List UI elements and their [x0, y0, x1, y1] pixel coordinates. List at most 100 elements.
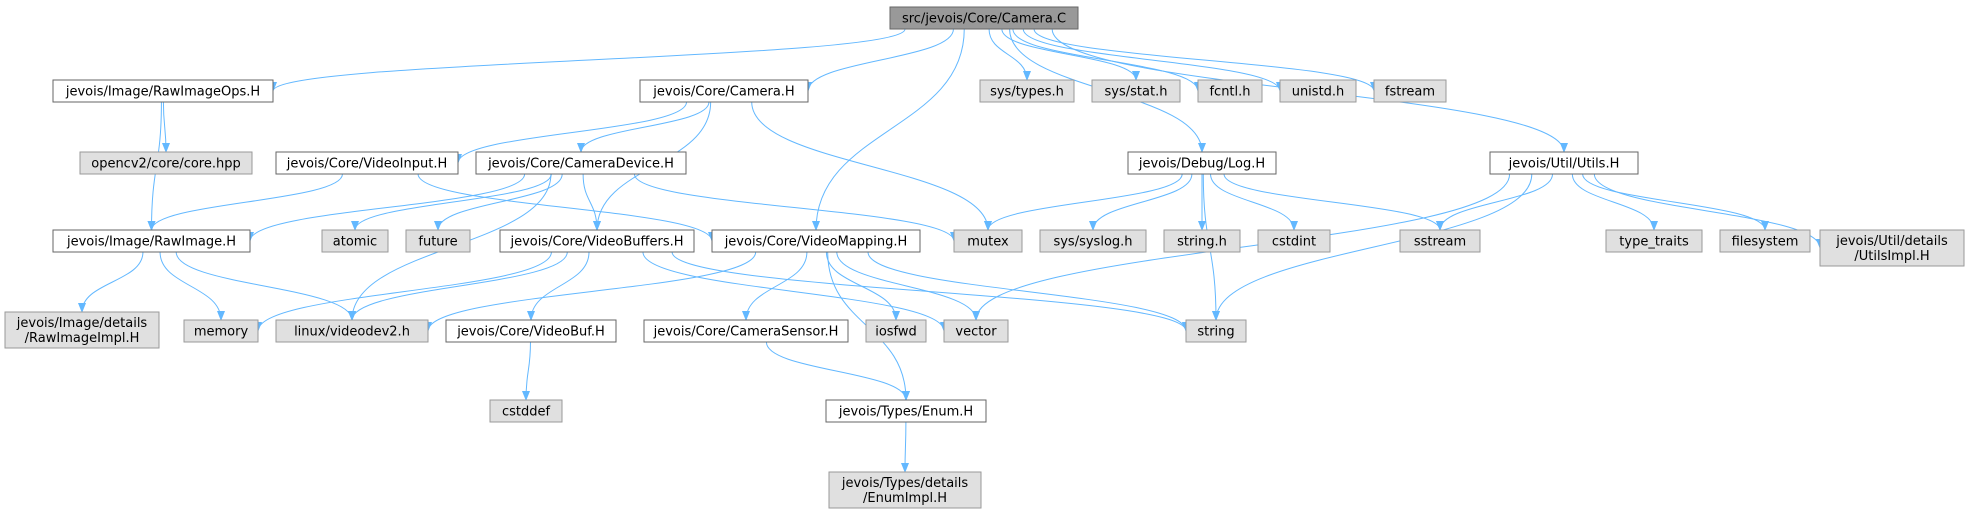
node-label-enumimpl_h: /EnumImpl.H	[863, 491, 947, 506]
node-label-fcntl_h: fcntl.h	[1209, 85, 1250, 100]
node-label-unistd_h: unistd.h	[1292, 85, 1345, 100]
node-camerasensor_h[interactable]: jevois/Core/CameraSensor.H	[643, 319, 849, 343]
node-log_h[interactable]: jevois/Debug/Log.H	[1127, 151, 1277, 175]
edge-rawimage_h-to-videodev2_h	[175, 251, 356, 321]
edge-cameradevice_h-to-mutex	[633, 173, 958, 242]
edge-cameradevice_h-to-rawimage_h	[246, 173, 526, 242]
node-filesystem: filesystem	[1719, 229, 1811, 253]
node-box-future	[405, 229, 471, 253]
node-videobuffers_h[interactable]: jevois/Core/VideoBuffers.H	[499, 229, 695, 253]
node-box-mutex	[953, 229, 1023, 253]
node-label-syslog_h: sys/syslog.h	[1053, 235, 1132, 250]
node-box-enumimpl_h	[828, 471, 982, 509]
edges-layer	[78, 28, 1824, 473]
node-label-filesystem: filesystem	[1732, 235, 1799, 250]
node-box-sstream	[1399, 229, 1481, 253]
node-memory: memory	[183, 319, 259, 343]
node-mutex: mutex	[953, 229, 1023, 253]
node-syslog_h: sys/syslog.h	[1039, 229, 1147, 253]
node-box-rawimageops_h	[52, 79, 274, 103]
node-videomapping_h[interactable]: jevois/Core/VideoMapping.H	[711, 229, 921, 253]
edge-cameradevice_h-to-videobuffers_h	[582, 173, 601, 231]
edge-rawimage_h-to-rawimageimpl_h	[78, 251, 144, 313]
edge-camera_h-to-mutex	[751, 101, 992, 231]
node-sys_types_h: sys/types.h	[979, 79, 1075, 103]
node-label-videobuf_h: jevois/Core/VideoBuf.H	[456, 325, 605, 340]
edge-log_h-to-cstdint	[1210, 173, 1298, 231]
node-box-sys_types_h	[979, 79, 1075, 103]
edge-videobuf_h-to-cstddef	[522, 341, 531, 401]
node-box-camerasensor_h	[643, 319, 849, 343]
edge-videomapping_h-to-iosfwd	[825, 251, 900, 321]
node-videoinput_h[interactable]: jevois/Core/VideoInput.H	[275, 151, 459, 175]
node-utilsimpl_h: jevois/Util/details/UtilsImpl.H	[1819, 229, 1965, 267]
node-label-camerasensor_h: jevois/Core/CameraSensor.H	[653, 325, 839, 340]
node-label-atomic: atomic	[333, 235, 377, 250]
node-camera_c[interactable]: src/jevois/Core/Camera.C	[889, 6, 1079, 30]
node-box-camera_c	[889, 6, 1079, 30]
node-string_h: string.h	[1163, 229, 1241, 253]
node-label-memory: memory	[194, 325, 249, 340]
node-box-log_h	[1127, 151, 1277, 175]
node-rawimageimpl_h: jevois/Image/details/RawImageImpl.H	[4, 311, 160, 349]
node-future: future	[405, 229, 471, 253]
node-label-core_hpp: opencv2/core/core.hpp	[91, 157, 241, 172]
node-label-videodev2_h: linux/videodev2.h	[294, 325, 410, 340]
edge-camera_c-to-sys_stat_h	[1001, 28, 1140, 81]
node-label-cstddef: cstddef	[502, 405, 551, 420]
edge-camera_h-to-videoinput_h	[454, 101, 688, 164]
node-enum_h[interactable]: jevois/Types/Enum.H	[825, 399, 987, 423]
node-label-videoinput_h: jevois/Core/VideoInput.H	[286, 157, 447, 172]
edge-utils_h-to-type_traits	[1571, 173, 1658, 231]
edge-enum_h-to-enumimpl_h	[901, 421, 910, 473]
node-box-core_hpp	[79, 151, 253, 175]
edge-utils_h-to-string	[1212, 173, 1533, 321]
node-string: string	[1185, 319, 1247, 343]
node-type_traits: type_traits	[1605, 229, 1703, 253]
edge-videobuffers_h-to-vector	[642, 251, 948, 332]
edge-utils_h-to-sstream	[1436, 173, 1554, 231]
node-label-string: string	[1197, 325, 1234, 340]
node-label-sys_stat_h: sys/stat.h	[1105, 85, 1168, 100]
node-videobuf_h[interactable]: jevois/Core/VideoBuf.H	[445, 319, 617, 343]
node-camera_h[interactable]: jevois/Core/Camera.H	[639, 79, 809, 103]
node-box-vector	[943, 319, 1009, 343]
node-rawimageops_h[interactable]: jevois/Image/RawImageOps.H	[52, 79, 274, 103]
node-box-cstdint	[1257, 229, 1331, 253]
edge-camerasensor_h-to-enum_h	[765, 341, 910, 401]
node-label-iosfwd: iosfwd	[875, 325, 917, 340]
edge-videoinput_h-to-videomapping_h	[417, 173, 716, 242]
edge-camera_c-to-camera_h	[804, 28, 954, 92]
edge-videomapping_h-to-vector	[836, 251, 980, 321]
node-box-camera_h	[639, 79, 809, 103]
node-atomic: atomic	[321, 229, 389, 253]
node-vector: vector	[943, 319, 1009, 343]
node-box-videoinput_h	[275, 151, 459, 175]
node-iosfwd: iosfwd	[865, 319, 927, 343]
node-box-sys_stat_h	[1091, 79, 1181, 103]
nodes-layer: src/jevois/Core/Camera.C jevois/Image/Raw…	[4, 6, 1965, 509]
node-label-enumimpl_h: jevois/Types/details	[841, 476, 969, 491]
node-box-cameradevice_h	[475, 151, 687, 175]
node-box-utilsimpl_h	[1819, 229, 1965, 267]
node-utils_h[interactable]: jevois/Util/Utils.H	[1489, 151, 1639, 175]
edge-log_h-to-sstream	[1223, 173, 1444, 231]
node-fcntl_h: fcntl.h	[1197, 79, 1263, 103]
node-cameradevice_h[interactable]: jevois/Core/CameraDevice.H	[475, 151, 687, 175]
node-label-camera_c: src/jevois/Core/Camera.C	[902, 12, 1066, 27]
edge-log_h-to-mutex	[984, 173, 1183, 231]
node-box-rawimageimpl_h	[4, 311, 160, 349]
edge-videomapping_h-to-camerasensor_h	[742, 251, 808, 321]
node-core_hpp: opencv2/core/core.hpp	[79, 151, 253, 175]
node-label-string_h: string.h	[1177, 235, 1227, 250]
node-label-fstream: fstream	[1385, 85, 1435, 100]
node-rawimage_h[interactable]: jevois/Image/RawImage.H	[52, 229, 251, 253]
node-box-unistd_h	[1279, 79, 1357, 103]
edge-camera_h-to-cameradevice_h	[577, 101, 710, 153]
edge-camera_c-to-rawimageops_h	[269, 28, 906, 92]
edge-videomapping_h-to-videodev2_h	[424, 251, 757, 332]
node-label-sys_types_h: sys/types.h	[990, 85, 1064, 100]
node-label-cameradevice_h: jevois/Core/CameraDevice.H	[487, 157, 674, 172]
node-sys_stat_h: sys/stat.h	[1091, 79, 1181, 103]
